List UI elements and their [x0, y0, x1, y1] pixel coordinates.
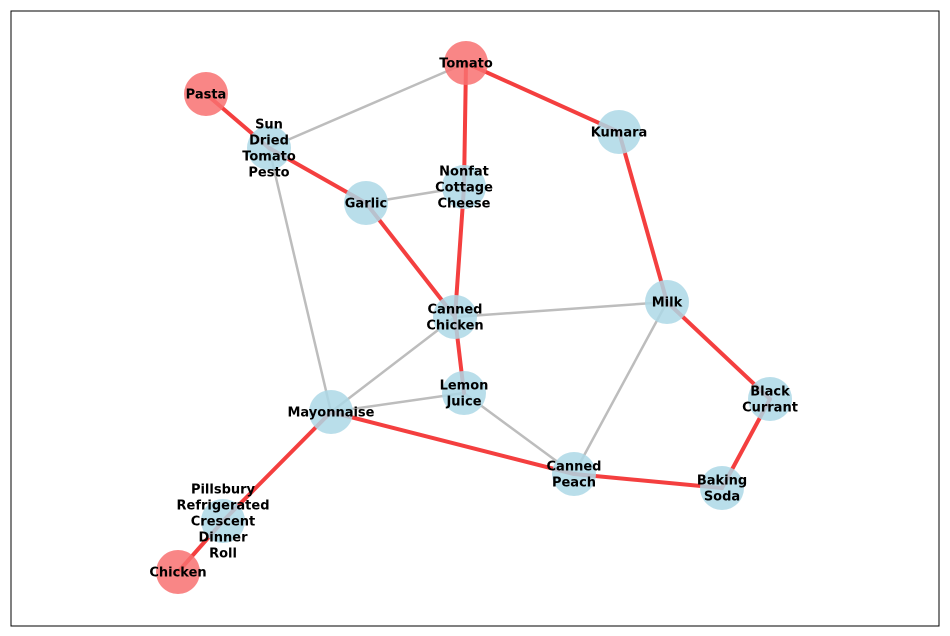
- edge-tomato-sdtp: [267, 61, 468, 150]
- node-pillsbury[interactable]: [201, 499, 245, 543]
- node-label-line: Roll: [209, 547, 237, 562]
- node-label-line: Canned: [428, 303, 483, 318]
- node-label-line: Juice: [445, 395, 481, 410]
- edge-lemon-cpeach: [462, 391, 576, 476]
- path-edge-garlic-cchicken: [364, 201, 457, 319]
- node-tomato[interactable]: [444, 41, 488, 85]
- node-label-line: Crescent: [191, 515, 256, 530]
- node-label-line: Soda: [704, 490, 740, 505]
- node-label-line: Sun: [255, 118, 283, 133]
- node-label-line: Pasta: [186, 88, 227, 103]
- node-label-line: Black: [750, 385, 790, 400]
- node-label-kumara: Kumara: [591, 126, 648, 141]
- node-label-line: Pillsbury: [191, 483, 256, 498]
- node-garlic[interactable]: [344, 181, 388, 225]
- node-label-line: Cheese: [438, 197, 491, 212]
- path-edge-cpeach-mayo: [329, 410, 576, 476]
- node-sdtp[interactable]: [247, 126, 291, 170]
- node-label-line: Pesto: [248, 166, 289, 181]
- path-edge-kumara-milk: [617, 130, 669, 304]
- path-edge-tomato-kumara: [464, 61, 621, 134]
- node-cchicken[interactable]: [433, 295, 477, 339]
- node-pasta[interactable]: [184, 72, 228, 116]
- edge-milk-cpeach: [572, 300, 669, 476]
- node-chicken[interactable]: [156, 550, 200, 594]
- node-label-line: Milk: [652, 296, 683, 311]
- node-label-line: Kumara: [591, 126, 648, 141]
- node-label-tomato: Tomato: [439, 57, 493, 72]
- node-label-line: Chicken: [149, 566, 206, 581]
- node-label-mayo: Mayonnaise: [287, 406, 374, 421]
- edge-sdtp-mayo: [267, 146, 333, 414]
- node-blackcurrant[interactable]: [748, 377, 792, 421]
- node-label-line: Cottage: [435, 181, 493, 196]
- node-label-milk: Milk: [652, 296, 683, 311]
- node-label-chicken: Chicken: [149, 566, 206, 581]
- node-label-line: Chicken: [426, 319, 483, 334]
- node-label-line: Tomato: [242, 150, 296, 165]
- node-label-line: Peach: [552, 476, 596, 491]
- node-label-line: Baking: [697, 474, 747, 489]
- node-label-line: Refrigerated: [177, 499, 270, 514]
- node-label-line: Tomato: [439, 57, 493, 72]
- node-label-garlic: Garlic: [345, 197, 387, 212]
- node-label-line: Dried: [249, 134, 289, 149]
- path-edge-mayo-pillsbury: [221, 410, 333, 523]
- node-label-line: Mayonnaise: [287, 406, 374, 421]
- node-label-line: Canned: [547, 460, 602, 475]
- node-cpeach[interactable]: [552, 452, 596, 496]
- node-label-pasta: Pasta: [186, 88, 227, 103]
- edge-cchicken-mayo: [329, 315, 457, 414]
- node-milk[interactable]: [645, 280, 689, 324]
- node-mayo[interactable]: [309, 390, 353, 434]
- node-label-line: Dinner: [199, 531, 249, 546]
- node-lemon[interactable]: [442, 371, 486, 415]
- node-baking[interactable]: [700, 466, 744, 510]
- node-label-line: Lemon: [440, 379, 489, 394]
- edge-mayo-lemon: [329, 391, 466, 414]
- node-label-line: Currant: [742, 401, 798, 416]
- node-label-line: Nonfat: [439, 165, 489, 180]
- edge-cchicken-milk: [453, 300, 669, 319]
- path-edge-baking-cpeach: [572, 472, 724, 490]
- node-nonfat[interactable]: [442, 165, 486, 209]
- node-label-line: Garlic: [345, 197, 387, 212]
- node-layer: [156, 41, 792, 594]
- node-kumara[interactable]: [597, 110, 641, 154]
- path-edge-milk-blackcurrant: [665, 300, 772, 401]
